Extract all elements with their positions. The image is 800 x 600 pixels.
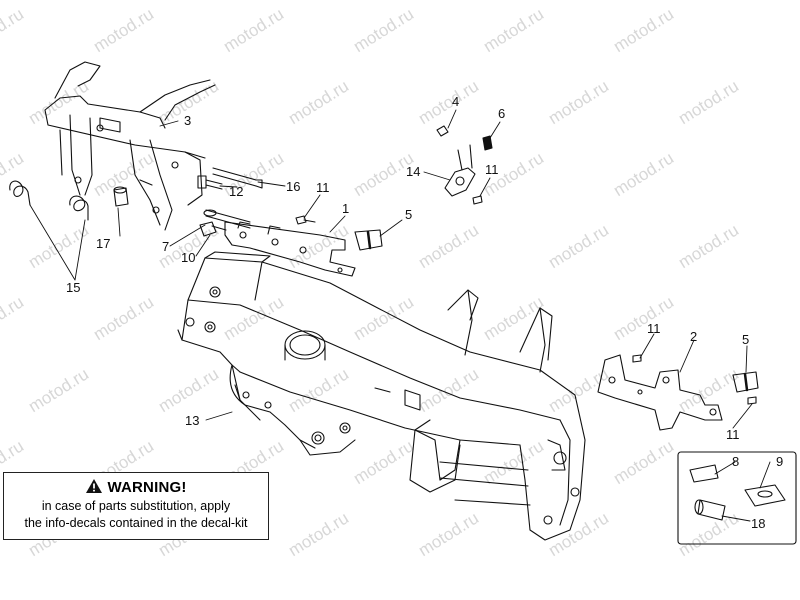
callout-16: 16 (286, 179, 301, 194)
decal-kit-inset (677, 451, 797, 545)
bracket-14-part (436, 125, 493, 205)
screw-11-right-a (632, 354, 642, 363)
warning-notice: WARNING! in case of parts substitution, … (3, 472, 269, 540)
clip-5-right-part (732, 371, 759, 393)
callout-11-right-top: 11 (647, 321, 661, 336)
callout-10: 10 (181, 250, 196, 265)
callout-3: 3 (184, 113, 192, 128)
callout-7: 7 (162, 239, 170, 254)
subframe-bracket-part (44, 61, 216, 231)
callout-17: 17 (96, 236, 111, 251)
warning-line-2: the info-decals contained in the decal-k… (24, 516, 248, 530)
warning-title: WARNING! (4, 478, 268, 496)
clip-5-part (354, 229, 383, 251)
callout-11-upper: 11 (316, 180, 330, 195)
callout-15: 15 (66, 280, 81, 295)
callout-14: 14 (406, 164, 421, 179)
callout-18: 18 (751, 516, 766, 531)
screw-11-part (295, 215, 316, 225)
callout-9: 9 (776, 454, 784, 469)
callout-13: 13 (185, 413, 200, 428)
warning-line-1: in case of parts substitution, apply (41, 499, 231, 513)
bolts-group (113, 167, 263, 237)
callout-2: 2 (690, 329, 698, 344)
spring-clips-15 (9, 180, 89, 221)
callout-8: 8 (732, 454, 740, 469)
callout-5-right: 5 (742, 332, 750, 347)
leader-lines (29, 109, 771, 522)
callout-1: 1 (342, 201, 350, 216)
callout-11-top: 11 (485, 162, 499, 177)
main-frame-part (177, 251, 586, 541)
callout-5-upper: 5 (405, 207, 413, 222)
mounting-plate-1-part (224, 221, 356, 277)
callout-12: 12 (229, 184, 244, 199)
warning-triangle-icon (86, 479, 103, 493)
screw-11-right-b (747, 396, 757, 405)
callout-11-right-bottom: 11 (726, 427, 740, 442)
callout-6: 6 (498, 106, 506, 121)
mounting-plate-2-part (597, 354, 723, 431)
callout-4: 4 (452, 94, 460, 109)
warning-title-text: WARNING! (107, 479, 187, 496)
